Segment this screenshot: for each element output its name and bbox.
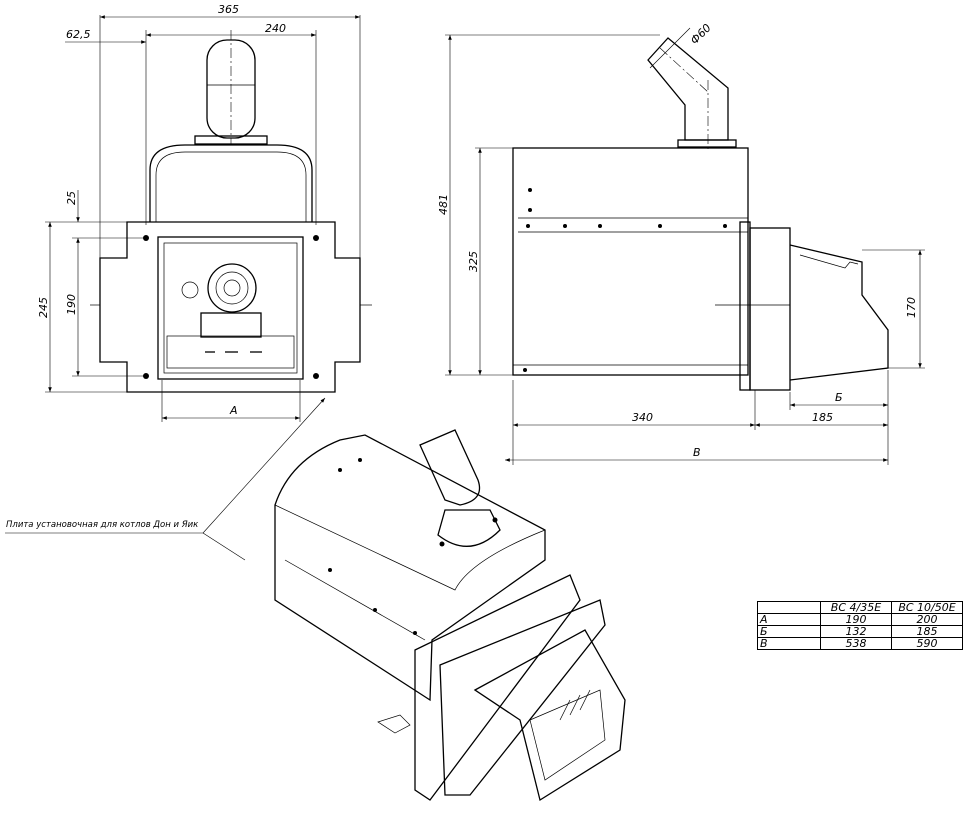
dim-365: 365 [218, 3, 239, 16]
table-cell: 200 [891, 613, 963, 626]
angled-chimney [647, 37, 729, 141]
iso-grate [473, 629, 626, 802]
dim-240: 240 [265, 22, 286, 35]
table-cell: 590 [891, 637, 963, 650]
dim-v: В [693, 446, 701, 459]
table-cell-param: В [757, 637, 821, 650]
side-grate [789, 244, 889, 381]
dim-25: 25 [65, 191, 78, 205]
table-cell: 185 [891, 625, 963, 638]
dim-diameter-60: Ф60 [688, 21, 714, 47]
front-frame [157, 236, 304, 380]
table-cell-param: А [757, 613, 821, 626]
table-cell: 132 [820, 625, 892, 638]
side-body [512, 147, 749, 376]
dim-190: 190 [65, 294, 78, 315]
dim-325: 325 [467, 251, 480, 272]
callout: Плита установочная для котлов Дон и Яик [5, 397, 326, 561]
side-view: Ф60 481 325 170 Б 185 340 В [437, 21, 925, 465]
table-row: В 538 590 [757, 637, 963, 650]
dim-245: 245 [37, 297, 50, 318]
table-cell: 538 [820, 637, 892, 650]
front-view: 365 62,5 240 25 245 190 A [37, 3, 372, 422]
isometric-view [274, 429, 626, 802]
table-header-cell [757, 601, 821, 614]
table-header-row: ВС 4/35Е ВС 10/50Е [757, 601, 963, 614]
iso-front-plate [414, 574, 581, 801]
table-row: Б 132 185 [757, 625, 963, 638]
dim-185: 185 [812, 411, 833, 424]
table-cell-param: Б [757, 625, 821, 638]
dim-b: Б [835, 391, 843, 404]
dim-a: A [229, 404, 238, 417]
mounting-plate [99, 221, 361, 393]
burner-housing [149, 144, 313, 222]
table-cell: 190 [820, 613, 892, 626]
dim-481: 481 [437, 194, 450, 215]
table-row: А 190 200 [757, 613, 963, 626]
iso-chimney [419, 429, 481, 506]
dim-62-5: 62,5 [66, 28, 91, 41]
callout-label: Плита установочная для котлов Дон и Яик [6, 520, 199, 530]
iso-body [274, 434, 546, 702]
dim-340: 340 [632, 411, 653, 424]
side-front-plate [749, 227, 791, 391]
table-header-cell: ВС 4/35Е [820, 601, 892, 614]
spec-table: ВС 4/35Е ВС 10/50Е А 190 200 Б 132 185 В… [757, 601, 963, 650]
table-header-cell: ВС 10/50Е [891, 601, 963, 614]
dim-170: 170 [905, 297, 918, 318]
